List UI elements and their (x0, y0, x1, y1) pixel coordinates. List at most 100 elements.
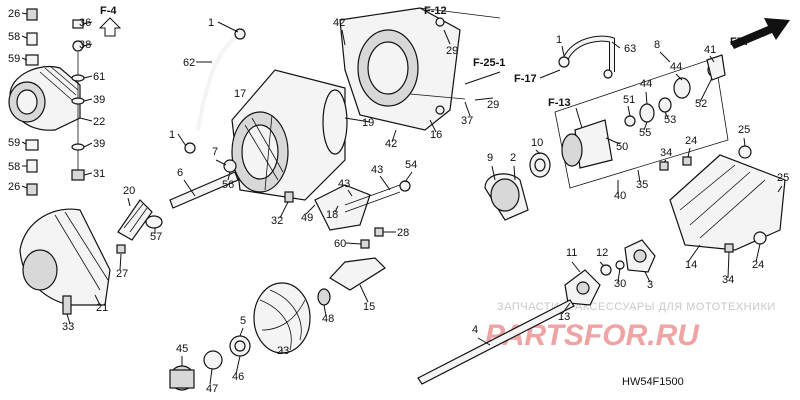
shift-cam-20 (116, 199, 163, 254)
stator-9-10 (484, 152, 551, 221)
callout-number: 54 (405, 159, 417, 171)
callout-number: 26 (8, 181, 20, 193)
callout-number: 19 (362, 117, 374, 129)
reference-label: FR. (730, 36, 748, 48)
front-direction-arrow (730, 18, 790, 49)
callout-number: 29 (487, 99, 499, 111)
callout-number: 63 (624, 43, 636, 55)
callout-number: 13 (558, 311, 570, 323)
callout-number: 58 (8, 31, 20, 43)
callout-number: 57 (150, 231, 162, 243)
callout-number: 59 (8, 53, 20, 65)
callout-number: 28 (397, 227, 409, 239)
bolt-stack-left (25, 8, 85, 196)
reference-label: F-17 (514, 73, 537, 85)
watermark-tagline: ЗАПЧАСТИ И АКСЕССУАРЫ ДЛЯ МОТОТЕХНИКИ (497, 301, 776, 313)
callout-number: 3 (647, 279, 653, 291)
callout-number: 22 (93, 116, 105, 128)
callout-number: 41 (704, 44, 716, 56)
callout-number: 24 (685, 135, 697, 147)
impeller-23 (253, 282, 311, 354)
callout-number: 18 (326, 209, 338, 221)
callout-number: 11 (566, 247, 577, 259)
callout-number: 50 (616, 141, 628, 153)
callout-number: 15 (363, 301, 375, 313)
callout-number: 43 (338, 178, 350, 190)
callout-number: 24 (752, 259, 764, 271)
callout-number: 56 (222, 179, 234, 191)
callout-number: 34 (722, 274, 734, 286)
callout-number: 40 (614, 190, 626, 202)
mount-bracket-upper (8, 65, 81, 131)
callout-number: 8 (654, 39, 660, 51)
callout-number: 36 (79, 17, 91, 29)
callout-number: 6 (177, 167, 183, 179)
callout-number: 42 (385, 138, 397, 150)
callout-number: 1 (208, 17, 214, 29)
callout-number: 39 (93, 94, 105, 106)
ref-arrow-up (98, 17, 122, 37)
callout-number: 1 (556, 34, 562, 46)
callout-number: 1 (169, 129, 175, 141)
callout-number: 10 (531, 137, 543, 149)
callout-number: 27 (116, 268, 128, 280)
callout-number: 61 (93, 71, 105, 83)
callout-number: 51 (623, 94, 635, 106)
callout-number: 2 (510, 152, 516, 164)
drive-shaft-6 (169, 159, 239, 209)
inspection-cover-18 (284, 180, 411, 237)
hose-62 (184, 28, 246, 154)
callout-number: 26 (8, 8, 20, 20)
callout-number: 14 (685, 259, 697, 271)
callout-numbers: 2658593638613922393159582616242293729171… (8, 8, 789, 395)
nozzle-14 (659, 145, 786, 253)
callout-number: 37 (461, 115, 473, 127)
callout-number: 47 (206, 383, 218, 395)
callout-number: 25 (777, 172, 789, 184)
long-shaft-4 (417, 299, 575, 385)
callout-number: 45 (176, 343, 188, 355)
bearing-stack (169, 288, 331, 391)
callout-number: 46 (232, 371, 244, 383)
callout-number: 9 (487, 152, 493, 164)
callout-number: 55 (639, 127, 651, 139)
callout-number: 7 (212, 146, 218, 158)
watermark-brand: PARTSFOR.RU (485, 319, 700, 352)
callout-number: 4 (472, 324, 478, 336)
reference-label: F-4 (100, 5, 117, 17)
callout-number: 60 (334, 238, 346, 250)
callout-number: 5 (240, 315, 246, 327)
reverse-bucket (19, 208, 111, 315)
callout-number: 44 (640, 78, 652, 90)
callout-number: 12 (596, 247, 608, 259)
callout-number: 62 (183, 57, 195, 69)
callout-number: 35 (636, 179, 648, 191)
callout-number: 42 (333, 17, 345, 29)
callout-number: 33 (62, 321, 74, 333)
diagram-code: HW54F1500 (622, 376, 684, 388)
callout-number: 38 (79, 39, 91, 51)
callout-number: 17 (234, 88, 246, 100)
pump-housing (231, 69, 348, 201)
callout-number: 59 (8, 137, 20, 149)
steering-plate-15 (329, 239, 386, 291)
callout-number: 16 (430, 129, 442, 141)
bearing-case-group (554, 54, 729, 189)
callout-number: 30 (614, 278, 626, 290)
leader-lines (21, 12, 783, 385)
callout-number: 29 (446, 45, 458, 57)
callout-number: 25 (738, 124, 750, 136)
callout-number: 48 (322, 313, 334, 325)
callout-number: 44 (670, 61, 682, 73)
callout-number: 31 (93, 168, 105, 180)
callout-number: 52 (695, 98, 707, 110)
callout-number: 43 (371, 164, 383, 176)
callout-number: 23 (277, 345, 289, 357)
reference-label: F-25-1 (473, 57, 505, 69)
callout-number: 34 (660, 147, 672, 159)
hose-63 (558, 35, 615, 79)
reference-label: F-13 (548, 97, 571, 109)
callout-number: 20 (123, 185, 135, 197)
